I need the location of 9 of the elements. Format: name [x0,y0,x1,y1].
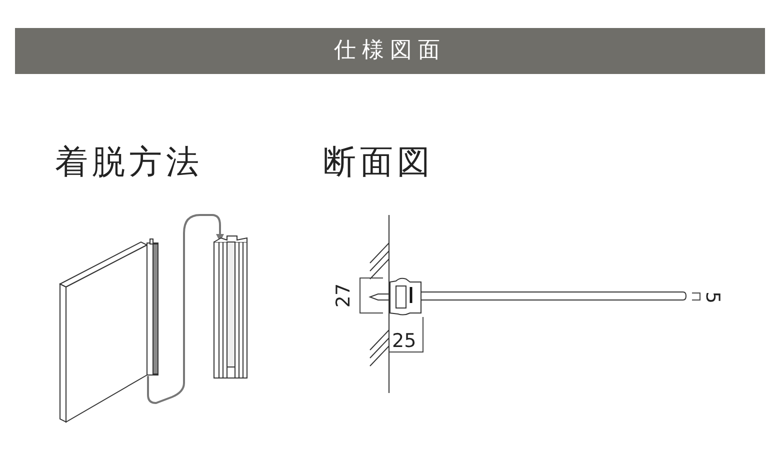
panel-drawing [58,238,160,425]
section-heading: 断面図 [323,141,434,183]
dimension-label: 5 [702,291,722,304]
dimension-label: 25 [392,332,416,351]
title-banner: 仕様図面 [15,28,765,74]
dimension-label: 27 [334,283,354,308]
section-heading: 着脱方法 [55,141,203,183]
arrow [147,214,224,404]
rail-drawing [213,234,249,379]
